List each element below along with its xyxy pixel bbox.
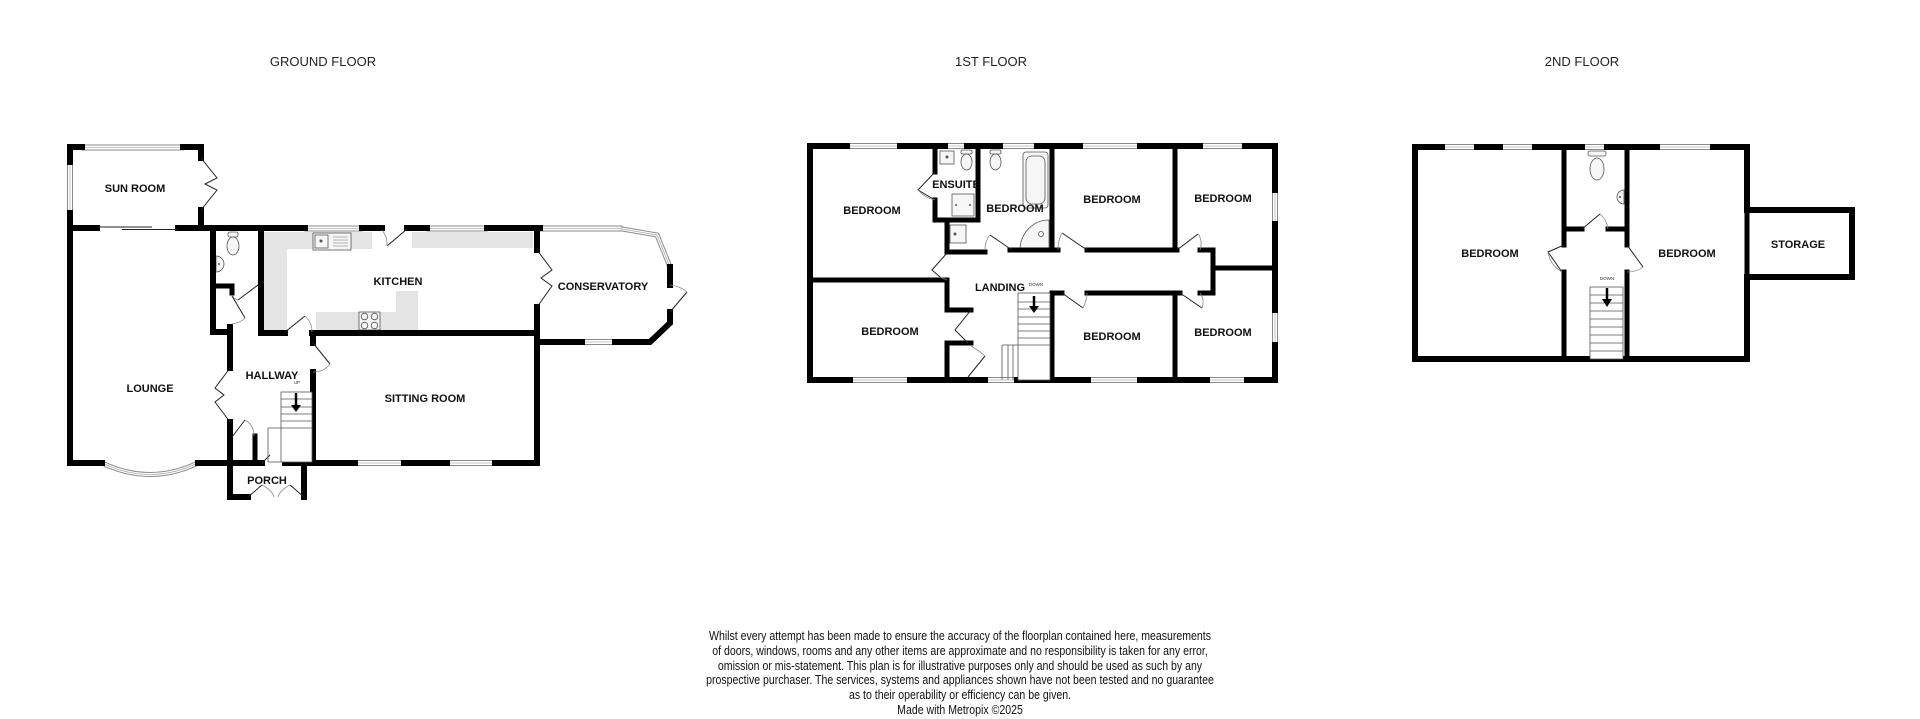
doors-ground — [200, 157, 688, 498]
room-label-bedroom: BEDROOM — [1083, 194, 1140, 206]
stairs-ground — [267, 391, 313, 463]
disclaimer-line: as to their operability or efficiency ca… — [848, 687, 1072, 703]
room-label-sitting-room: SITTING ROOM — [385, 393, 466, 405]
toilet-icon — [226, 231, 240, 256]
floor-title-ground: GROUND FLOOR — [270, 54, 376, 69]
floor-title-second: 2ND FLOOR — [1545, 54, 1619, 69]
kitchen-sink-icon — [312, 232, 352, 251]
walls-second — [1412, 144, 1855, 362]
room-label-lounge: LOUNGE — [126, 383, 173, 395]
doors-second — [1547, 213, 1644, 273]
room-label-bedroom: BEDROOM — [1194, 327, 1251, 339]
basin-icon — [215, 255, 225, 273]
floor-title-first: 1ST FLOOR — [955, 54, 1027, 69]
stairs-label-down: DOWN — [1600, 276, 1614, 281]
room-label-storage: STORAGE — [1771, 239, 1825, 251]
ensuite-fixtures — [939, 149, 975, 217]
windows-first — [846, 143, 1278, 383]
disclaimer-line: of doors, windows, rooms and any other i… — [712, 642, 1208, 658]
second-floor-plan: DOWN BEDROOM BEDROOM STORAGE — [1412, 144, 1855, 362]
room-label-porch: PORCH — [247, 475, 287, 487]
disclaimer-line: prospective purchaser. The services, sys… — [706, 672, 1214, 688]
stairs-arrow-down-icon — [1602, 288, 1612, 307]
room-label-bedroom: BEDROOM — [861, 326, 918, 338]
stairs-first — [1001, 292, 1051, 381]
stairs-label-down: DOWN — [1029, 282, 1043, 287]
bathroom-fixtures — [949, 149, 1050, 251]
disclaimer-line: omission or mis-statement. This plan is … — [717, 657, 1203, 673]
room-label-bedroom: BEDROOM — [986, 203, 1043, 215]
room-label-ensuite: ENSUITE — [932, 179, 980, 191]
room-label-kitchen: KITCHEN — [374, 276, 423, 288]
first-floor-plan: DOWN BEDROOM ENSUITE BEDROOM BEDROOM BED… — [807, 143, 1278, 383]
wc-fixtures — [1587, 150, 1625, 205]
room-label-conservatory: CONSERVATORY — [558, 281, 649, 293]
ground-floor-plan: UP SUN ROOM LOUNGE KITCHEN CONSERVATORY … — [67, 144, 688, 500]
room-label-sun-room: SUN ROOM — [105, 183, 166, 195]
hob-icon — [358, 311, 381, 331]
room-label-hallway: HALLWAY — [246, 370, 299, 382]
room-label-bedroom: BEDROOM — [1083, 331, 1140, 343]
room-label-bedroom: BEDROOM — [1658, 248, 1715, 260]
room-label-bedroom: BEDROOM — [1461, 248, 1518, 260]
room-label-bedroom: BEDROOM — [1194, 193, 1251, 205]
doors-first — [917, 171, 1204, 378]
metropix-credit: Made with Metropix ©2025 — [897, 701, 1023, 717]
stairs-arrow-down-icon — [291, 393, 301, 412]
walls-ground — [67, 144, 673, 500]
room-label-bedroom: BEDROOM — [843, 205, 900, 217]
stairs-label-up: UP — [294, 380, 300, 385]
disclaimer: Whilst every attempt has been made to en… — [0, 628, 1920, 718]
room-label-landing: LANDING — [975, 282, 1025, 294]
disclaimer-line: Whilst every attempt has been made to en… — [709, 628, 1211, 643]
stairs-arrow-down-icon — [1029, 296, 1039, 313]
